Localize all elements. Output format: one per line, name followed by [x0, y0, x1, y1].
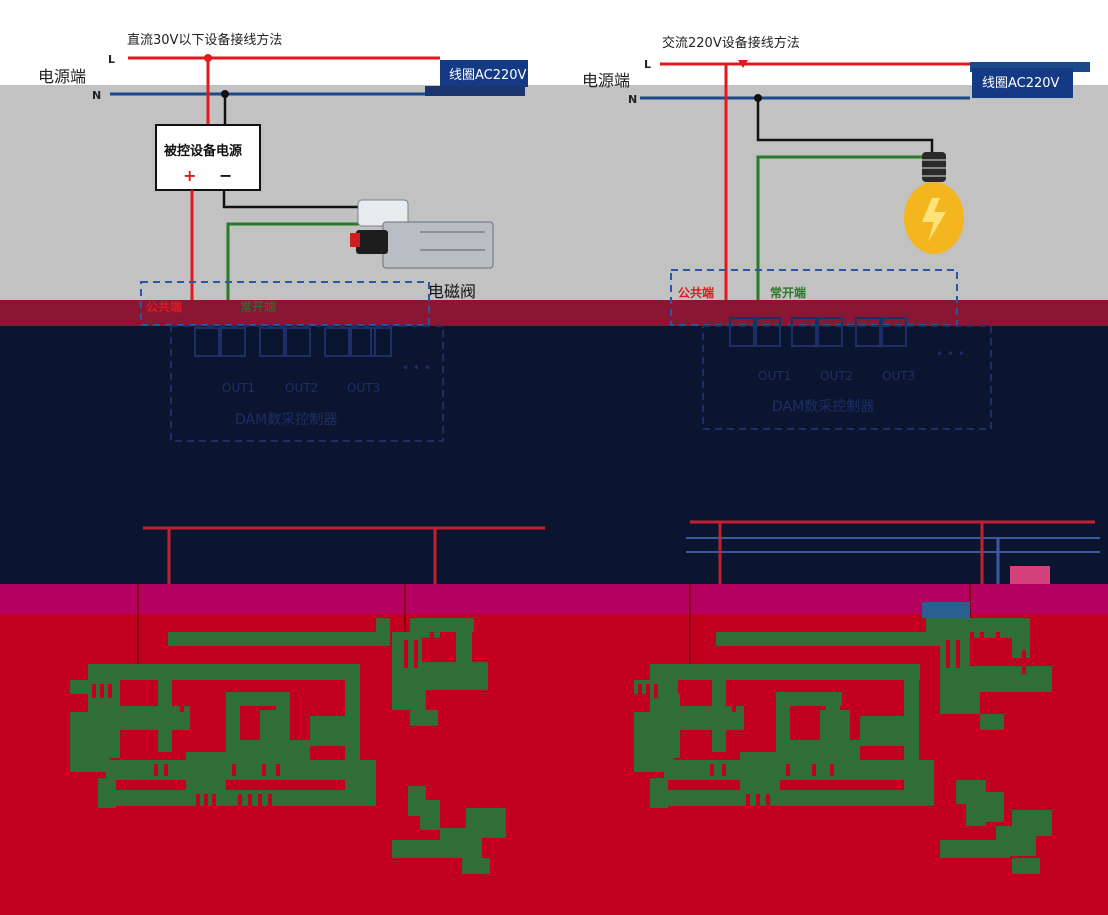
- ac-relay-terminals: [729, 317, 907, 347]
- dc-out2: OUT2: [285, 381, 318, 395]
- ac-out3: OUT3: [882, 369, 915, 383]
- dc-wire-green: [226, 222, 360, 300]
- dc-out1: OUT1: [222, 381, 255, 395]
- solenoid-valve-icon: [350, 199, 494, 269]
- ac-ellipsis: • • •: [936, 347, 965, 361]
- dc-diagram: 直流30V以下设备接线方法 电源端 L N 线圈AC220V 被控设备电源 + …: [38, 32, 528, 442]
- ac-diagram: 交流220V设备接线方法 电源端 L N 线圈AC220V: [582, 35, 1090, 430]
- dc-coil-label: 线圈AC220V: [449, 68, 527, 83]
- ac-wire-n-to-bulb: [756, 98, 934, 158]
- glitch-teal-patch: [922, 602, 970, 618]
- band-maroon: [0, 300, 1108, 326]
- dc-ellipsis: • • •: [402, 361, 431, 375]
- dc-device-power-box: [155, 124, 261, 191]
- dc-coil-box: [440, 60, 528, 87]
- glitch-stripes-left: [92, 632, 444, 806]
- band-dark: [0, 326, 1108, 584]
- dc-n-label: N: [92, 89, 101, 102]
- ac-wire-green: [756, 155, 930, 300]
- dc-controller-label: DAM数采控制器: [235, 412, 337, 428]
- dc-l-label: L: [108, 53, 115, 66]
- dc-plus: +: [183, 166, 196, 185]
- dc-device-power-label: 被控设备电源: [163, 143, 242, 159]
- glitch-block-right: [634, 612, 1052, 874]
- ac-n-label: N: [628, 93, 637, 106]
- dc-controller-box: [170, 325, 444, 442]
- ac-coil-label: 线圈AC220V: [982, 76, 1060, 91]
- ac-coil-strip: [970, 62, 1090, 72]
- ac-controller-label: DAM数采控制器: [772, 399, 874, 415]
- ac-no-label: 常开端: [770, 285, 806, 300]
- ac-junction-l: [738, 60, 748, 68]
- dc-power-label: 电源端: [38, 67, 86, 86]
- dc-minus: −: [219, 166, 232, 185]
- dc-load-label: 电磁阀: [428, 282, 476, 301]
- dc-coil-shadow: [425, 86, 525, 96]
- dc-no-label: 常开端: [240, 300, 276, 314]
- dc-common-label: 公共端: [146, 299, 182, 314]
- dc-wire-minus: [222, 190, 360, 209]
- ac-title: 交流220V设备接线方法: [662, 35, 800, 51]
- dc-out3: OUT3: [347, 381, 380, 395]
- glitch-stripes-right: [638, 632, 1026, 806]
- dc-title: 直流30V以下设备接线方法: [127, 32, 282, 48]
- light-bulb-icon: [904, 152, 964, 254]
- dc-relay-terminals: [194, 327, 392, 357]
- ac-l-label: L: [644, 58, 651, 71]
- ac-coil-box: [972, 68, 1073, 98]
- ac-out1: OUT1: [758, 369, 791, 383]
- ac-common-label: 公共端: [678, 285, 714, 300]
- ac-out2: OUT2: [820, 369, 853, 383]
- ac-controller-box: [702, 325, 992, 430]
- ac-power-label: 电源端: [582, 71, 630, 90]
- band-top: [0, 0, 1108, 85]
